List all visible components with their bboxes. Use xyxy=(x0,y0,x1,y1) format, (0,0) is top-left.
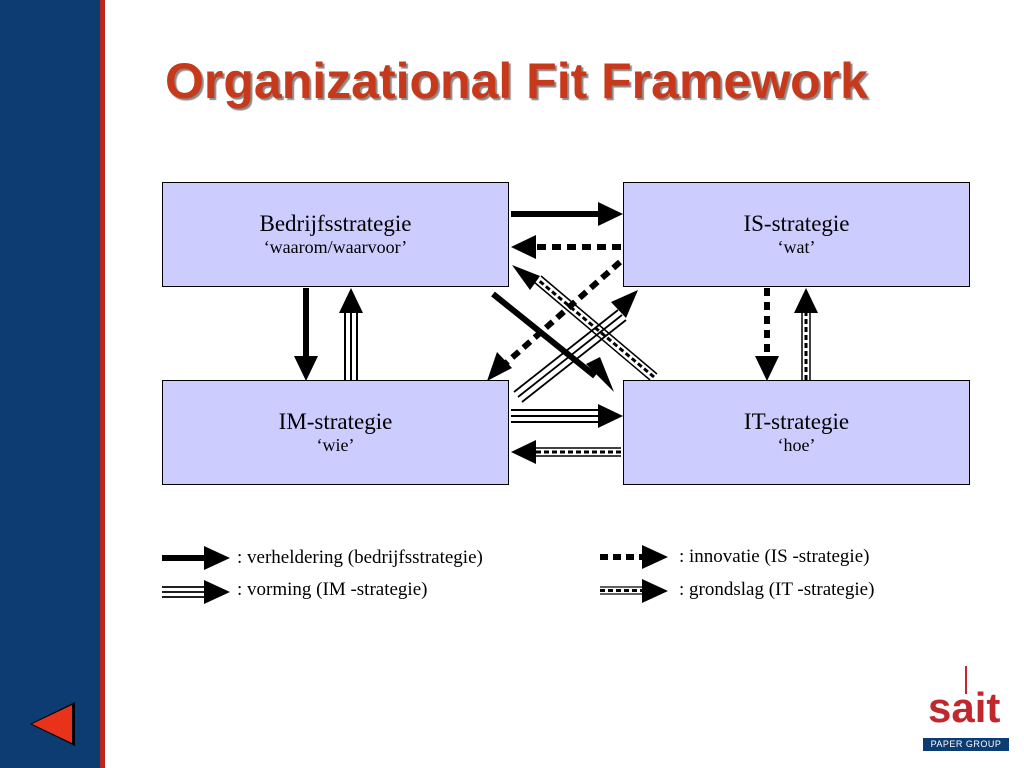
sidebar-accent-stripe xyxy=(100,0,105,768)
arrow-it-to-im xyxy=(511,440,621,464)
legend-verheldering: : verheldering (bedrijfsstrategie) xyxy=(237,547,483,568)
logo-accent-bar xyxy=(965,666,967,694)
box-bedrijfsstrategie-sub: ‘waarom/waarvoor’ xyxy=(263,237,408,257)
legend-innovatie: : innovatie (IS -strategie) xyxy=(679,546,870,567)
box-im-strategie-sub: ‘wie’ xyxy=(316,435,355,455)
arrow-is-to-it xyxy=(755,288,779,381)
legend-sample-double xyxy=(162,580,230,604)
arrow-bedrijf-to-is xyxy=(511,202,623,226)
arrow-is-to-bedrijf xyxy=(511,235,621,259)
box-it-strategie-sub: ‘hoe’ xyxy=(777,435,816,455)
box-is-strategie: IS-strategie ‘wat’ xyxy=(623,182,970,287)
legend-grondslag: : grondslag (IT -strategie) xyxy=(679,579,875,600)
arrow-is-to-im xyxy=(487,259,622,381)
arrow-im-to-is xyxy=(513,290,638,403)
sidebar xyxy=(0,0,100,768)
arrow-bedrijf-to-im xyxy=(294,288,318,381)
legend-sample-hatched xyxy=(600,579,668,603)
box-im-strategie-name: IM-strategie xyxy=(278,409,393,434)
legend-vorming: : vorming (IM -strategie) xyxy=(237,579,428,600)
legend-sample-dotted xyxy=(600,545,668,569)
box-bedrijfsstrategie-name: Bedrijfsstrategie xyxy=(259,211,412,236)
box-is-strategie-name: IS-strategie xyxy=(743,211,850,236)
arrow-it-to-is xyxy=(794,288,818,380)
box-is-strategie-sub: ‘wat’ xyxy=(777,237,816,257)
box-it-strategie: IT-strategie ‘hoe’ xyxy=(623,380,970,485)
back-arrow-icon[interactable] xyxy=(32,705,72,743)
slide-title: Organizational Fit Framework xyxy=(165,53,868,109)
logo-tagline: PAPER GROUP xyxy=(923,738,1009,751)
arrow-im-to-bedrijf xyxy=(339,288,363,380)
arrow-bedrijf-to-it xyxy=(491,291,614,392)
box-bedrijfsstrategie: Bedrijfsstrategie ‘waarom/waarvoor’ xyxy=(162,182,509,287)
arrow-it-to-bedrijf xyxy=(512,265,658,381)
arrow-im-to-it xyxy=(511,404,623,428)
legend-sample-solid xyxy=(162,546,230,570)
box-im-strategie: IM-strategie ‘wie’ xyxy=(162,380,509,485)
box-it-strategie-name: IT-strategie xyxy=(743,409,850,434)
sait-logo: sait xyxy=(928,684,1001,731)
